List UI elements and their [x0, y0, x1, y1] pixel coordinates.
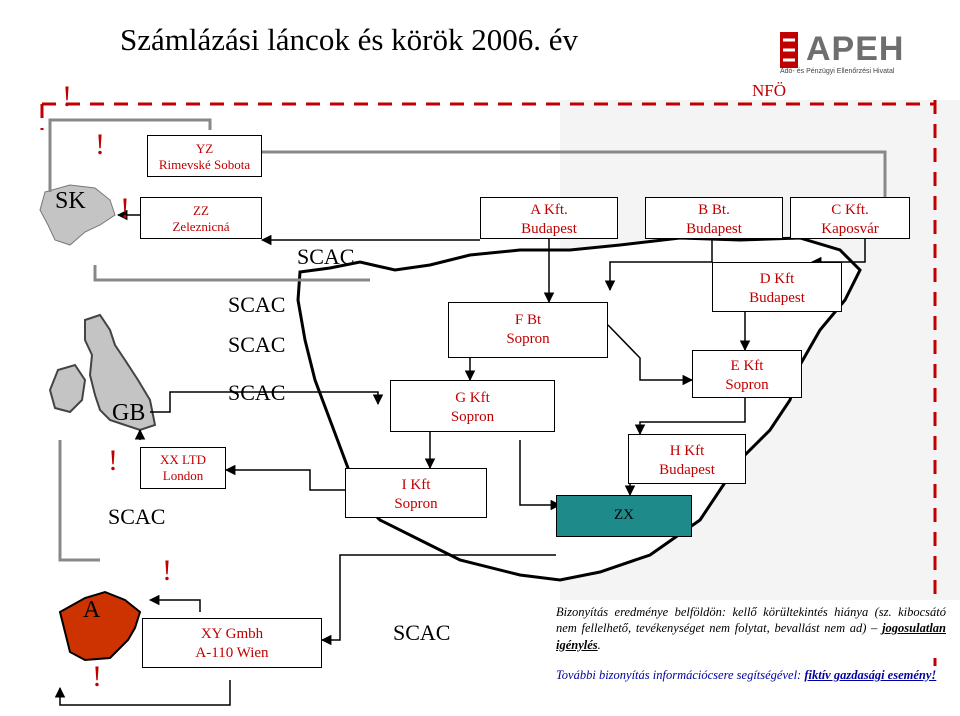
- arrow-xy-loop: [60, 680, 230, 705]
- box-f-bt-name: F Bt: [449, 311, 607, 330]
- box-i-kft: I Kft Sopron: [345, 468, 487, 518]
- box-yz-name: YZ: [148, 141, 261, 157]
- scac-label-1: SCAC: [297, 244, 354, 270]
- country-a: A: [83, 597, 100, 624]
- scac-label-4: SCAC: [228, 380, 285, 406]
- logo-emblem-icon: [778, 30, 802, 70]
- box-g-kft: G Kft Sopron: [390, 380, 555, 432]
- info-result-exchange: További bizonyítás információcsere segít…: [556, 667, 946, 711]
- box-b-bt-city: Budapest: [646, 220, 782, 239]
- box-xy-city: A-110 Wien: [143, 644, 321, 663]
- nfo-label: NFÖ: [752, 81, 786, 101]
- box-zx-label: ZX: [614, 507, 634, 523]
- box-e-kft-city: Sopron: [693, 376, 801, 395]
- arrow-xy-to-a: [150, 600, 200, 612]
- box-yz: YZ Rimevské Sobota: [147, 135, 262, 177]
- box-a-kft-city: Budapest: [481, 220, 617, 239]
- box-h-kft: H Kft Budapest: [628, 434, 746, 484]
- box-xy-name: XY Gmbh: [143, 625, 321, 644]
- box-e-kft-name: E Kft: [693, 357, 801, 376]
- box-xy-gmbh: XY Gmbh A-110 Wien: [142, 618, 322, 668]
- exclamation-2: !: [95, 128, 105, 162]
- ireland-map: [50, 365, 85, 412]
- box-f-bt: F Bt Sopron: [448, 302, 608, 358]
- exclamation-5: !: [162, 554, 172, 588]
- scac-label-5: SCAC: [108, 504, 165, 530]
- box-g-kft-name: G Kft: [391, 389, 554, 408]
- exclamation-3: !: [120, 192, 130, 226]
- box-h-kft-name: H Kft: [629, 442, 745, 461]
- scac-label-6: SCAC: [393, 620, 450, 646]
- box-xx-ltd: XX LTD London: [140, 447, 226, 489]
- scac-label-2: SCAC: [228, 292, 285, 318]
- country-gb: GB: [112, 400, 145, 427]
- box-b-bt: B Bt. Budapest: [645, 197, 783, 239]
- box-i-kft-city: Sopron: [346, 495, 486, 514]
- info-exchange-text: További bizonyítás információcsere segít…: [556, 668, 804, 682]
- box-c-kft: C Kft. Kaposvár: [790, 197, 910, 239]
- box-e-kft: E Kft Sopron: [692, 350, 802, 398]
- box-a-kft-name: A Kft.: [481, 201, 617, 220]
- box-f-bt-city: Sopron: [449, 330, 607, 349]
- logo-name: APEH: [806, 30, 904, 69]
- box-xx-city: London: [141, 468, 225, 484]
- box-b-bt-name: B Bt.: [646, 201, 782, 220]
- box-zz-city: Zeleznicná: [141, 219, 261, 235]
- arrow-i-to-xx: [226, 470, 345, 490]
- exclamation-4: !: [108, 444, 118, 478]
- box-d-kft-city: Budapest: [713, 289, 841, 308]
- box-zz-name: ZZ: [141, 203, 261, 219]
- info-result-domestic: Bizonyítás eredménye belföldön: kellő kö…: [556, 604, 946, 658]
- info-exchange-bold: fiktív gazdasági esemény!: [804, 668, 936, 682]
- box-i-kft-name: I Kft: [346, 476, 486, 495]
- box-d-kft-name: D Kft: [713, 270, 841, 289]
- box-d-kft: D Kft Budapest: [712, 262, 842, 312]
- box-a-kft: A Kft. Budapest: [480, 197, 618, 239]
- info-result-end: .: [598, 638, 601, 652]
- box-c-kft-name: C Kft.: [791, 201, 909, 220]
- box-zx: ZX: [556, 495, 692, 537]
- box-c-kft-city: Kaposvár: [791, 220, 909, 239]
- box-xx-name: XX LTD: [141, 452, 225, 468]
- box-zz: ZZ Zeleznicná: [140, 197, 262, 239]
- country-sk: SK: [55, 188, 86, 215]
- exclamation-1: !: [62, 80, 72, 114]
- box-h-kft-city: Budapest: [629, 461, 745, 480]
- page-title: Számlázási láncok és körök 2006. év: [120, 22, 578, 58]
- box-yz-city: Rimevské Sobota: [148, 157, 261, 173]
- box-g-kft-city: Sopron: [391, 408, 554, 427]
- exclamation-6: !: [92, 660, 102, 694]
- scac-label-3: SCAC: [228, 332, 285, 358]
- loop-line-left: [60, 440, 100, 560]
